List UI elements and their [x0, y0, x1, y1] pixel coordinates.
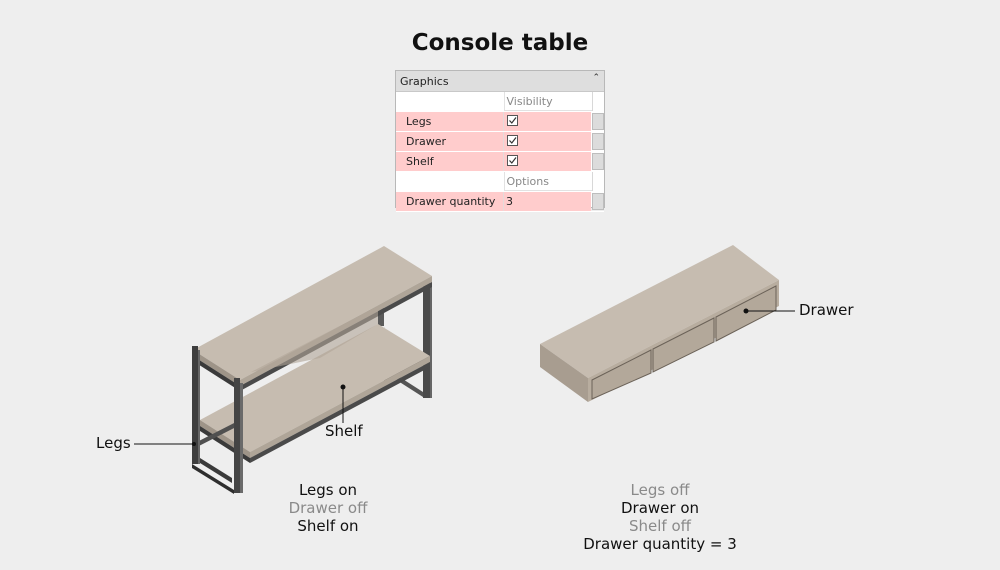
- front-legs: [192, 346, 243, 494]
- right-status-drawer-quantity: Drawer quantity = 3: [583, 535, 737, 553]
- legs-leader-dot: [192, 442, 196, 446]
- shelf-callout-label: Shelf: [325, 422, 363, 440]
- drawer-quantity-input[interactable]: 3: [503, 192, 592, 211]
- visibility-section-row: Visibility: [396, 92, 604, 112]
- properties-panel: Graphics ⌃ Visibility Legs Drawer Shelf …: [395, 70, 605, 212]
- shelf-checkbox[interactable]: [506, 155, 518, 166]
- options-section-row: Options: [396, 172, 604, 192]
- drawer-unit: [540, 245, 779, 402]
- visibility-label: Visibility: [504, 92, 593, 111]
- console-table-with-shelf: [192, 246, 432, 494]
- shelf-row: Shelf: [396, 152, 604, 172]
- drawer-quantity-row: Drawer quantity 3: [396, 192, 604, 212]
- left-status: Legs on Drawer off Shelf on: [228, 481, 428, 535]
- left-status-drawer: Drawer off: [288, 499, 368, 517]
- right-status-legs: Legs off: [630, 481, 690, 499]
- left-status-shelf: Shelf on: [297, 517, 359, 535]
- graphics-section-header[interactable]: Graphics ⌃: [396, 71, 604, 92]
- right-status: Legs off Drawer on Shelf off Drawer quan…: [560, 481, 760, 553]
- right-status-shelf: Shelf off: [629, 517, 691, 535]
- graphics-header-label: Graphics: [400, 74, 449, 88]
- drawer-leader-dot: [743, 308, 749, 314]
- shelf-leader-dot: [340, 384, 346, 390]
- page-title: Console table: [411, 30, 589, 56]
- drawer-callout-label: Drawer: [799, 301, 854, 319]
- check-icon: [509, 137, 517, 144]
- shelf-param-button[interactable]: [592, 153, 604, 170]
- check-icon: [509, 117, 517, 124]
- options-label: Options: [504, 172, 593, 191]
- legs-param-label: Legs: [396, 112, 504, 131]
- legs-checkbox[interactable]: [506, 115, 518, 126]
- shelf-param-label: Shelf: [396, 152, 504, 171]
- check-icon: [509, 157, 517, 164]
- shelf: [200, 306, 430, 458]
- collapse-icon[interactable]: ⌃: [592, 73, 600, 83]
- drawer-quantity-button[interactable]: [592, 193, 604, 210]
- drawer-param-button[interactable]: [592, 133, 604, 150]
- legs-param-button[interactable]: [592, 113, 604, 130]
- right-status-drawer: Drawer on: [620, 499, 700, 517]
- drawer-quantity-label: Drawer quantity: [396, 192, 504, 211]
- drawer-param-label: Drawer: [396, 132, 504, 151]
- drawer-checkbox[interactable]: [506, 135, 518, 146]
- drawer-row: Drawer: [396, 132, 604, 152]
- left-status-legs: Legs on: [298, 481, 358, 499]
- legs-row: Legs: [396, 112, 604, 132]
- legs-callout-label: Legs: [96, 434, 131, 452]
